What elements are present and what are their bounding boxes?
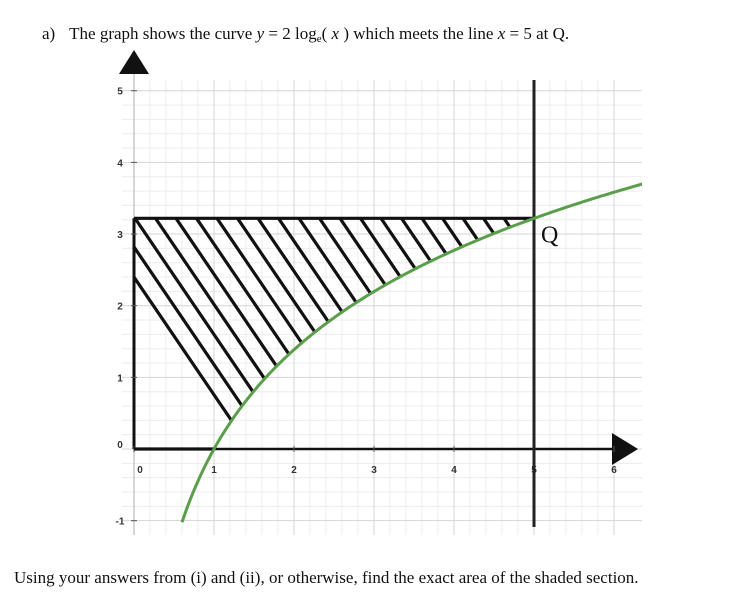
x-tick-label: 0 bbox=[137, 465, 143, 476]
equation-log-base: e bbox=[316, 33, 322, 45]
hatch-line bbox=[545, 218, 702, 449]
question-part-label: a) bbox=[42, 24, 56, 43]
equation-paren-open: ( bbox=[321, 24, 328, 43]
hatch-line bbox=[523, 218, 535, 450]
hatch-line bbox=[318, 218, 478, 450]
y-tick-label: 1 bbox=[117, 373, 123, 384]
hatch-line bbox=[154, 218, 314, 450]
hatch-line bbox=[174, 218, 335, 450]
hatch-line bbox=[195, 218, 355, 450]
y-axis-arrow-icon bbox=[119, 50, 149, 74]
point-q-label: Q bbox=[541, 222, 558, 248]
minor-gridlines bbox=[122, 80, 642, 535]
y-tick-label: -1 bbox=[116, 517, 125, 528]
line-equation-x: x bbox=[497, 24, 506, 43]
hatch-line bbox=[215, 218, 376, 450]
hatch-line bbox=[256, 218, 417, 450]
axes bbox=[119, 50, 638, 535]
hatch-line bbox=[441, 218, 535, 450]
curve-2-ln-x bbox=[180, 182, 642, 523]
hatch-line bbox=[277, 218, 437, 450]
series bbox=[134, 80, 642, 527]
equation-x: x bbox=[331, 24, 340, 43]
hatch-line bbox=[359, 218, 519, 450]
curve-group bbox=[180, 182, 642, 523]
hatch-line bbox=[134, 218, 253, 450]
x-tick-label: 1 bbox=[211, 465, 217, 476]
x-tick-label: 2 bbox=[291, 465, 297, 476]
question-text-line: which meets the line bbox=[353, 24, 494, 43]
question-instruction: Using your answers from (i) and (ii), or… bbox=[14, 568, 639, 587]
y-tick-label: 2 bbox=[117, 302, 123, 313]
hatch-line bbox=[236, 218, 396, 450]
point-labels: Q bbox=[541, 222, 558, 248]
hatch-line bbox=[338, 218, 499, 450]
x-axis-arrow-icon bbox=[612, 433, 638, 466]
hatch-line bbox=[297, 218, 458, 450]
equation-y: y bbox=[256, 24, 265, 43]
y-tick-label: 5 bbox=[117, 87, 123, 98]
origin-y-tick-label: 0 bbox=[117, 440, 123, 451]
hatch-line bbox=[134, 218, 294, 450]
line-equation-value: = 5 at Q. bbox=[509, 24, 570, 43]
hatch-lines bbox=[134, 218, 702, 450]
y-tick-label: 4 bbox=[117, 158, 123, 169]
shaded-region-hatching bbox=[134, 218, 702, 450]
hatch-line bbox=[379, 218, 535, 450]
y-tick-label: 3 bbox=[117, 230, 123, 241]
hatch-line bbox=[482, 218, 535, 450]
equation-paren-close: ) bbox=[343, 24, 349, 43]
x-tick-label: 4 bbox=[451, 465, 457, 476]
hatch-line bbox=[461, 218, 535, 450]
question-header: a) The graph shows the curve y = 2 loge(… bbox=[42, 20, 569, 53]
x-tick-label: 6 bbox=[611, 465, 617, 476]
equation-equals: = 2 log bbox=[268, 24, 317, 43]
hatch-line bbox=[134, 218, 273, 450]
x-tick-label: 3 bbox=[371, 465, 377, 476]
question-text-intro: The graph shows the curve bbox=[69, 24, 253, 43]
